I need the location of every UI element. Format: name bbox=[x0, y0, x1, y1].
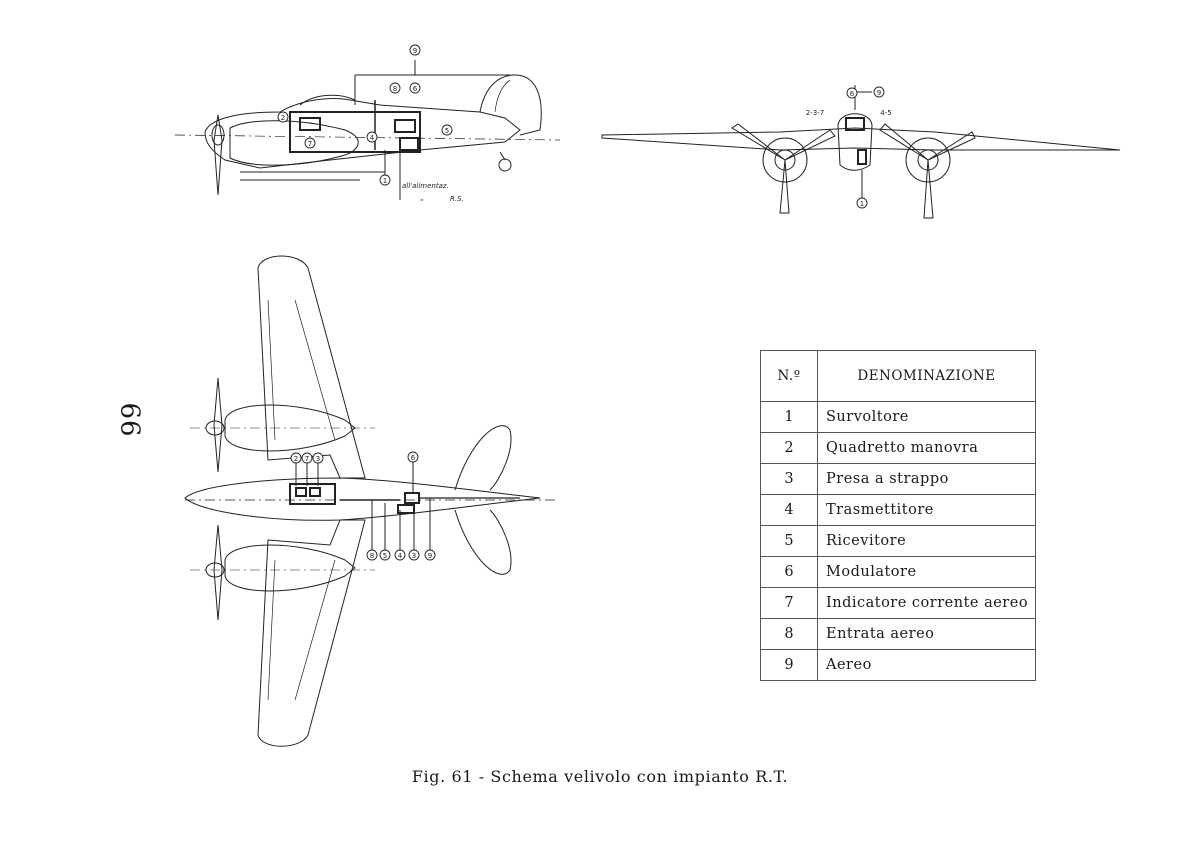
plan-upper-nacelle bbox=[224, 404, 356, 452]
plan-fuselage bbox=[184, 477, 541, 521]
plan-lower-nacelle bbox=[224, 544, 356, 592]
legend-num: 4 bbox=[760, 494, 818, 526]
legend-num: 3 bbox=[760, 463, 818, 495]
plan-callout-3: 3 bbox=[316, 455, 320, 463]
legend-name: Survoltore bbox=[817, 401, 1036, 433]
front-fuselage bbox=[837, 113, 873, 171]
plan-upper-wing bbox=[257, 255, 366, 479]
front-callout-45: 4-5 bbox=[880, 109, 891, 117]
front-right-engine bbox=[905, 137, 951, 183]
legend-name: Aereo bbox=[817, 649, 1036, 681]
side-tail-wheel bbox=[498, 158, 512, 172]
side-note-2: " bbox=[420, 198, 423, 206]
side-propeller bbox=[213, 114, 223, 196]
legend-name: Trasmettitore bbox=[817, 494, 1036, 526]
plan-view: 2 7 3 6 8 5 4 3 9 bbox=[184, 255, 555, 747]
plan-callout-9: 9 bbox=[428, 552, 432, 560]
side-callout-4: 4 bbox=[370, 134, 375, 142]
legend-name: Indicatore corrente aereo bbox=[817, 587, 1036, 619]
legend-num: 6 bbox=[760, 556, 818, 588]
side-callout-8: 8 bbox=[393, 85, 397, 93]
legend-name: Modulatore bbox=[817, 556, 1036, 588]
front-callout-1: 1 bbox=[860, 200, 864, 208]
plan-callout-2: 2 bbox=[294, 455, 298, 463]
front-wing bbox=[601, 127, 1121, 151]
figure-caption: Fig. 61 - Schema velivolo con impianto R… bbox=[411, 767, 789, 786]
legend-name: Ricevitore bbox=[817, 525, 1036, 557]
side-callout-6: 6 bbox=[413, 85, 418, 93]
side-fuselage bbox=[204, 98, 521, 169]
plan-callout-7: 7 bbox=[305, 455, 309, 463]
plan-lower-wing bbox=[257, 519, 366, 747]
plan-callout-3b: 3 bbox=[412, 552, 416, 560]
legend-name: Presa a strappo bbox=[817, 463, 1036, 495]
side-callout-2: 2 bbox=[281, 114, 285, 122]
legend-header-name: DENOMINAZIONE bbox=[817, 350, 1036, 402]
plan-tailplane-upper bbox=[454, 425, 512, 491]
legend-name: Entrata aereo bbox=[817, 618, 1036, 650]
side-nacelle bbox=[229, 120, 359, 166]
plan-callout-4: 4 bbox=[398, 552, 403, 560]
legend-num: 5 bbox=[760, 525, 818, 557]
front-view: 6 9 1 2-3-7 4-5 bbox=[601, 85, 1121, 219]
side-callout-7: 7 bbox=[308, 140, 312, 148]
legend-num: 7 bbox=[760, 587, 818, 619]
legend-num: 9 bbox=[760, 649, 818, 681]
legend-num: 8 bbox=[760, 618, 818, 650]
plan-callout-5: 5 bbox=[383, 552, 387, 560]
side-view: 9 8 6 2 7 4 5 1 all'alimentaz. " R.S. bbox=[174, 44, 561, 206]
plan-callout-8: 8 bbox=[370, 552, 374, 560]
legend-header-num: N.º bbox=[760, 350, 818, 402]
side-callout-5: 5 bbox=[445, 127, 449, 135]
legend-num: 1 bbox=[760, 401, 818, 433]
front-callout-237: 2-3-7 bbox=[806, 109, 824, 117]
side-callout-9: 9 bbox=[413, 47, 417, 55]
side-tail-fin bbox=[479, 74, 542, 136]
plan-callout-6: 6 bbox=[411, 454, 416, 462]
legend-name: Quadretto manovra bbox=[817, 432, 1036, 464]
front-left-engine bbox=[762, 137, 808, 183]
side-note-3: R.S. bbox=[450, 195, 464, 203]
plan-tailplane-lower bbox=[454, 509, 512, 575]
front-callout-9: 9 bbox=[877, 89, 881, 97]
front-callout-6: 6 bbox=[850, 90, 855, 98]
side-callout-1: 1 bbox=[383, 177, 387, 185]
legend-num: 2 bbox=[760, 432, 818, 464]
side-callouts bbox=[277, 44, 453, 186]
side-note-1: all'alimentaz. bbox=[402, 182, 449, 190]
legend-header-row: N.º DENOMINAZIONE bbox=[760, 350, 1036, 402]
